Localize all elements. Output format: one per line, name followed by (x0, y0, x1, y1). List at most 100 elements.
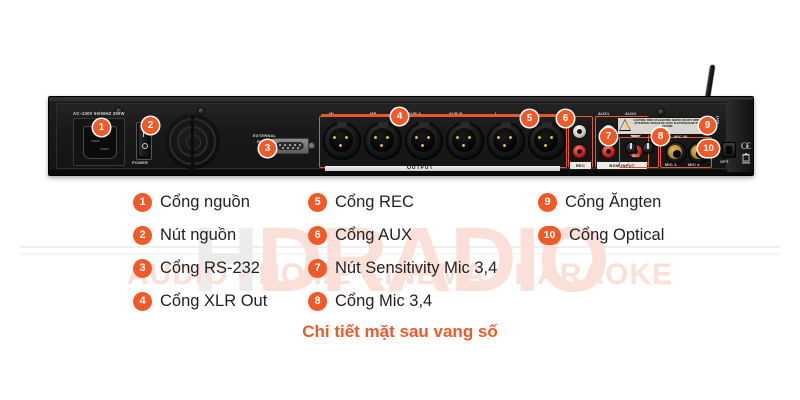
xlr-connector-1[interactable] (323, 122, 361, 160)
power-on-mark (143, 130, 144, 137)
legend-column-1: 1 Cổng nguồn 2 Nút nguồn 3 Cổng RS-232 4… (133, 186, 267, 318)
mic-sens-group-label: MIC (632, 153, 640, 158)
legend-badge-10: 10 (538, 226, 561, 245)
bgm-input-label: BGM INPUT (609, 163, 635, 168)
legend-label-10: Cổng Optical (569, 226, 665, 244)
mic4-label: MIC 4 (688, 162, 700, 167)
mic3-sensitivity-knob[interactable] (625, 142, 637, 154)
panel-screw (657, 108, 665, 116)
xlr-label-2: MR (370, 111, 377, 116)
ac-rating-label: AC~230V 50/60HZ 250W (73, 111, 125, 116)
mic3-trs-jack[interactable] (665, 142, 687, 164)
db9-shell (276, 142, 304, 150)
bgm-input-tag: BGM INPUT (596, 161, 648, 170)
ce-mark-icon: C€ (741, 141, 750, 151)
rec-label: REC (575, 163, 586, 168)
xlr-connector-4[interactable] (446, 122, 484, 160)
power-label: POWER (132, 160, 149, 165)
legend-item[interactable]: 9 Cổng Ăngten (538, 186, 664, 219)
opt-label: OPT (720, 159, 729, 164)
db9-screw (308, 142, 315, 149)
warning-triangle-inner (620, 120, 630, 130)
legend-item[interactable]: 6 Cổng AUX (308, 219, 497, 252)
xlr-connector-2[interactable] (364, 122, 402, 160)
xlr-connector-3[interactable] (405, 122, 443, 160)
rs232-db9-port[interactable] (271, 138, 309, 154)
legend-item[interactable]: 3 Cổng RS-232 (133, 252, 267, 285)
caution-text: CAUTION: RISK OF ELECTRIC SHOCK DO NOT O… (633, 119, 702, 129)
legend-item[interactable]: 8 Cổng Mic 3,4 (308, 285, 497, 318)
xlr-label-3: SUB A (408, 111, 421, 116)
device-callout-7[interactable]: 7 (600, 128, 617, 145)
legend-item[interactable]: 5 Cổng REC (308, 186, 497, 219)
device-callout-10[interactable]: 10 (698, 140, 719, 157)
external-label: EXTERNAL (253, 133, 277, 138)
legend-item[interactable]: 10 Cổng Optical (538, 219, 664, 252)
mic-in-label: MIC IN (674, 134, 688, 139)
legend-badge-9: 9 (538, 193, 557, 212)
device-callout-5[interactable]: 5 (521, 110, 538, 127)
xlr-label-4: SUB B (449, 111, 462, 116)
optical-toslink-port[interactable] (722, 142, 736, 158)
weee-bin-icon (742, 153, 750, 164)
aux1-rca-right-jack[interactable] (601, 144, 616, 159)
legend-badge-4: 4 (133, 292, 152, 311)
mic-sens-3-label: 3 (627, 161, 630, 166)
rec-rca-left-jack[interactable] (572, 124, 587, 139)
legend-column-3: 9 Cổng Ăngten 10 Cổng Optical (538, 186, 664, 252)
legend-label-5: Cổng REC (335, 193, 414, 211)
legend-column-2: 5 Cổng REC 6 Cổng AUX 7 Nút Sensitivity … (308, 186, 497, 318)
xlr-label-5: L (495, 111, 498, 116)
legend-label-4: Cổng XLR Out (160, 292, 268, 310)
legend-badge-6: 6 (308, 226, 327, 245)
output-silk-bar (325, 166, 560, 171)
device-callout-4[interactable]: 4 (391, 108, 408, 125)
mic4-sensitivity-knob[interactable] (642, 142, 654, 154)
rec-tag: REC (569, 161, 592, 170)
chassis-bottom-edge (49, 170, 753, 175)
legend-label-3: Cổng RS-232 (160, 259, 260, 277)
panel-screw (115, 107, 123, 115)
device-callout-8[interactable]: 8 (652, 128, 669, 145)
xlr-top-rule (321, 114, 563, 116)
legend-badge-8: 8 (308, 292, 327, 311)
device-callout-2[interactable]: 2 (142, 117, 159, 134)
xlr-label-1: ML (329, 111, 335, 116)
device-rear-panel-photo: AC~230V 50/60HZ 250W POWER (0, 60, 800, 180)
fan-spoke (191, 116, 194, 167)
aux2-label: AUX2 (625, 111, 637, 116)
mic-sensitivity-highlight-box (619, 137, 659, 168)
rec-rca-right-jack[interactable] (572, 144, 587, 159)
xlr-connector-5[interactable] (487, 122, 525, 160)
device-callout-9[interactable]: 9 (699, 117, 716, 134)
ac-pin (100, 148, 109, 150)
cooling-fan-grille (165, 114, 220, 169)
legend: 1 Cổng nguồn 2 Nút nguồn 3 Cổng RS-232 4… (0, 186, 800, 326)
ac-pin (91, 140, 100, 142)
xlr-output-bank (321, 118, 566, 164)
power-rocker[interactable] (139, 125, 148, 156)
output-label: OUTPUT (407, 165, 434, 171)
xlr-connector-6[interactable] (528, 122, 566, 160)
legend-badge-3: 3 (133, 259, 152, 278)
legend-label-7: Nút Sensitivity Mic 3,4 (335, 259, 498, 277)
legend-item[interactable]: 7 Nút Sensitivity Mic 3,4 (308, 252, 497, 285)
legend-item[interactable]: 2 Nút nguồn (133, 219, 267, 252)
lightning-bolt-icon: ⚡ (623, 124, 631, 130)
mic3-label: MIC 3 (665, 162, 677, 167)
device-callout-3[interactable]: 3 (259, 140, 276, 157)
mic-sens-4-label: 4 (646, 161, 649, 166)
figure-caption: Chi tiết mặt sau vang số (302, 322, 498, 341)
legend-badge-7: 7 (308, 259, 327, 278)
legend-item[interactable]: 1 Cổng nguồn (133, 186, 267, 219)
power-off-mark (141, 143, 148, 149)
amplifier-chassis: AC~230V 50/60HZ 250W POWER (48, 96, 754, 176)
device-callout-1[interactable]: 1 (93, 119, 110, 136)
legend-item[interactable]: 4 Cổng XLR Out (133, 285, 267, 318)
legend-label-8: Cổng Mic 3,4 (335, 292, 433, 310)
device-callout-6[interactable]: 6 (557, 110, 574, 127)
aux1-label: AUX1 (598, 111, 610, 116)
chassis-top-edge (49, 97, 753, 101)
legend-label-1: Cổng nguồn (160, 193, 250, 211)
